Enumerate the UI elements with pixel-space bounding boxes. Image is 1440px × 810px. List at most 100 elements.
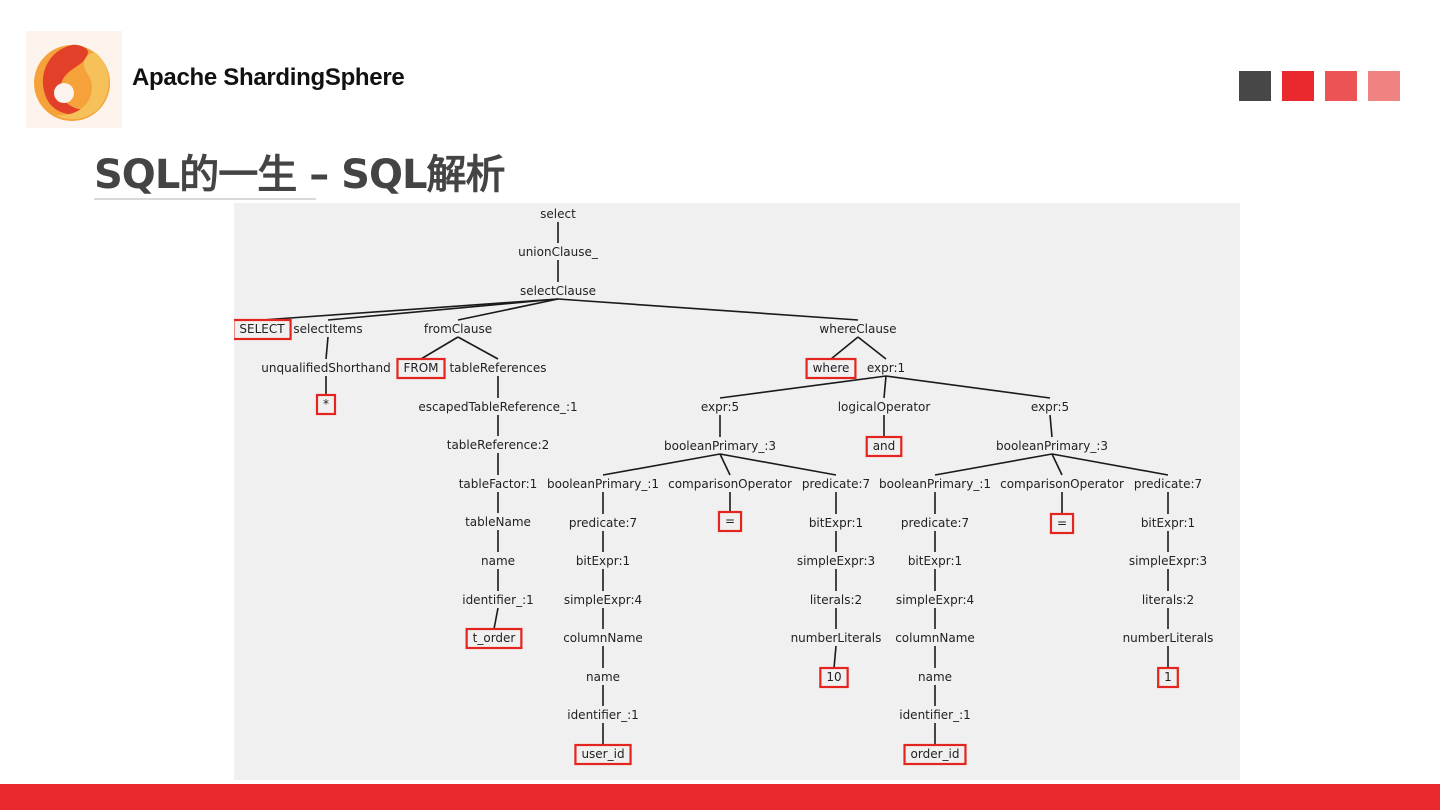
tree-edge-bp1R bbox=[934, 453, 1053, 476]
tree-node-label: predicate:7 bbox=[1134, 477, 1202, 491]
tree-node-label: numberLiterals bbox=[791, 631, 882, 645]
tree-node-label: predicate:7 bbox=[901, 516, 969, 530]
tree-node-label: comparisonOperator bbox=[668, 477, 792, 491]
tree-node-bp1R: booleanPrimary_:1 bbox=[879, 477, 991, 491]
tree-node-colR: columnName bbox=[895, 631, 975, 645]
tree-node-cmpL: comparisonOperator bbox=[668, 477, 792, 491]
tree-node-label: SELECT bbox=[239, 322, 285, 336]
tree-node-label: simpleExpr:3 bbox=[797, 554, 875, 568]
tree-node-label: fromClause bbox=[424, 322, 492, 336]
tree-node-label: simpleExpr:3 bbox=[1129, 554, 1207, 568]
tree-edge-unqualifiedShorthand bbox=[325, 336, 329, 360]
tree-node-bitL: bitExpr:1 bbox=[809, 516, 863, 530]
tree-node-label: 10 bbox=[826, 670, 841, 684]
tree-node-label: expr:5 bbox=[701, 400, 739, 414]
tree-edge-fromClause bbox=[457, 298, 559, 321]
tree-node-FROM: FROM bbox=[396, 357, 446, 380]
tree-node-litL: literals:2 bbox=[810, 593, 862, 607]
title-underline bbox=[94, 198, 316, 200]
tree-node-tableName: tableName bbox=[465, 515, 531, 529]
highlight-box bbox=[396, 357, 446, 380]
highlight-box bbox=[819, 666, 849, 689]
tree-node-label: name bbox=[918, 670, 952, 684]
tree-node-seR: simpleExpr:3 bbox=[1129, 554, 1207, 568]
tree-node-ten: 10 bbox=[819, 666, 849, 689]
highlight-box bbox=[805, 357, 857, 380]
tree-node-label: bitExpr:1 bbox=[809, 516, 863, 530]
tree-node-bitR: bitExpr:1 bbox=[1141, 516, 1195, 530]
tree-node-label: comparisonOperator bbox=[1000, 477, 1124, 491]
tree-node-label: booleanPrimary_:1 bbox=[879, 477, 991, 491]
tree-node-where: where bbox=[805, 357, 857, 380]
tree-node-seL: simpleExpr:3 bbox=[797, 554, 875, 568]
tree-node-label: whereClause bbox=[819, 322, 896, 336]
tree-edge-exprR bbox=[885, 375, 1051, 399]
tree-edge-expr1 bbox=[857, 336, 887, 360]
tree-node-label: predicate:7 bbox=[569, 516, 637, 530]
tree-edge-whereClause bbox=[557, 298, 859, 321]
tree-node-bitL2: bitExpr:1 bbox=[576, 554, 630, 568]
page-title: SQL的一生 – SQL解析 bbox=[94, 152, 505, 198]
tree-node-label: order_id bbox=[911, 747, 960, 761]
tree-edge-bpR bbox=[1049, 414, 1053, 438]
tree-node-label: booleanPrimary_:1 bbox=[547, 477, 659, 491]
tree-node-label: and bbox=[873, 439, 896, 453]
tree-node-label: tableReferences bbox=[449, 361, 546, 375]
tree-node-bitR2: bitExpr:1 bbox=[908, 554, 962, 568]
tree-node-label: booleanPrimary_:3 bbox=[664, 439, 776, 453]
tree-node-order_id: order_id bbox=[903, 743, 967, 766]
highlight-box bbox=[315, 393, 337, 416]
tree-node-label: = bbox=[725, 514, 735, 528]
tree-node-label: unqualifiedShorthand bbox=[261, 361, 390, 375]
tree-node-user_id: user_id bbox=[574, 743, 632, 766]
tree-node-label: identifier_:1 bbox=[899, 708, 971, 722]
tree-node-label: escapedTableReference_:1 bbox=[418, 400, 577, 414]
tree-node-bpL: booleanPrimary_:3 bbox=[664, 439, 776, 453]
highlight-box bbox=[465, 627, 523, 650]
tree-node-label: bitExpr:1 bbox=[576, 554, 630, 568]
tree-node-tableReferences: tableReferences bbox=[449, 361, 546, 375]
tree-node-whereClause: whereClause bbox=[819, 322, 896, 336]
tree-node-label: = bbox=[1057, 516, 1067, 530]
tree-node-label: expr:5 bbox=[1031, 400, 1069, 414]
tree-node-label: selectClause bbox=[520, 284, 596, 298]
tree-node-numL: numberLiterals bbox=[791, 631, 882, 645]
tree-node-one: 1 bbox=[1157, 666, 1179, 689]
tree-node-eqL: = bbox=[717, 510, 743, 533]
tree-node-predL2: predicate:7 bbox=[569, 516, 637, 530]
tree-edge-SELECT bbox=[261, 298, 559, 321]
tree-node-label: literals:2 bbox=[1142, 593, 1194, 607]
tree-edge-tableReferences bbox=[457, 336, 499, 360]
highlight-box bbox=[234, 318, 292, 341]
tree-node-label: expr:1 bbox=[867, 361, 905, 375]
tree-node-label: bitExpr:1 bbox=[908, 554, 962, 568]
tree-node-t_order: t_order bbox=[465, 627, 523, 650]
square-red-light bbox=[1325, 71, 1357, 101]
tree-node-nameT: name bbox=[481, 554, 515, 568]
tree-node-identL: identifier_:1 bbox=[567, 708, 639, 722]
tree-edge-where bbox=[830, 336, 859, 360]
tree-node-logicalOperator: logicalOperator bbox=[838, 400, 931, 414]
tree-edge-FROM bbox=[420, 336, 459, 360]
tree-node-label: booleanPrimary_:3 bbox=[996, 439, 1108, 453]
tree-node-identifierT: identifier_:1 bbox=[462, 593, 534, 607]
tree-node-expr1: expr:1 bbox=[867, 361, 905, 375]
highlight-box bbox=[717, 510, 743, 533]
footer-bar bbox=[0, 784, 1440, 810]
square-red bbox=[1282, 71, 1314, 101]
tree-node-label: select bbox=[540, 207, 576, 221]
tree-node-unqualifiedShorthand: unqualifiedShorthand bbox=[261, 361, 390, 375]
tree-node-select: select bbox=[540, 207, 576, 221]
square-pink bbox=[1368, 71, 1400, 101]
tree-node-label: * bbox=[323, 397, 329, 411]
shardingsphere-logo bbox=[26, 31, 122, 128]
tree-edge-selectItems bbox=[327, 298, 559, 321]
tree-node-label: tableName bbox=[465, 515, 531, 529]
tree-node-SELECT: SELECT bbox=[234, 318, 292, 341]
tree-edge-logicalOperator bbox=[883, 375, 887, 399]
tree-node-unionClause: unionClause_ bbox=[518, 245, 599, 259]
highlight-box bbox=[865, 435, 903, 458]
tree-node-label: selectItems bbox=[293, 322, 362, 336]
tree-edge-exprL bbox=[719, 375, 887, 399]
